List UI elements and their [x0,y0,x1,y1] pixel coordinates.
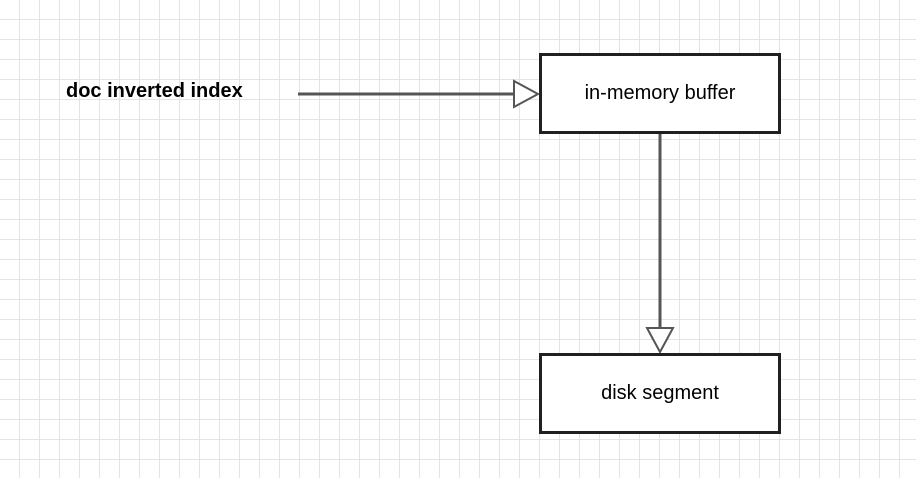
buffer-node-box[interactable]: in-memory buffer [539,53,781,134]
edge-buffer-to-segment-arrowhead [645,327,675,355]
buffer-node-label: in-memory buffer [584,82,736,104]
segment-node-box[interactable]: disk segment [539,353,781,434]
segment-node-label: disk segment [601,382,719,404]
source-node-label: doc inverted index [66,80,243,102]
edge-source-to-buffer-arrowhead [513,79,541,109]
